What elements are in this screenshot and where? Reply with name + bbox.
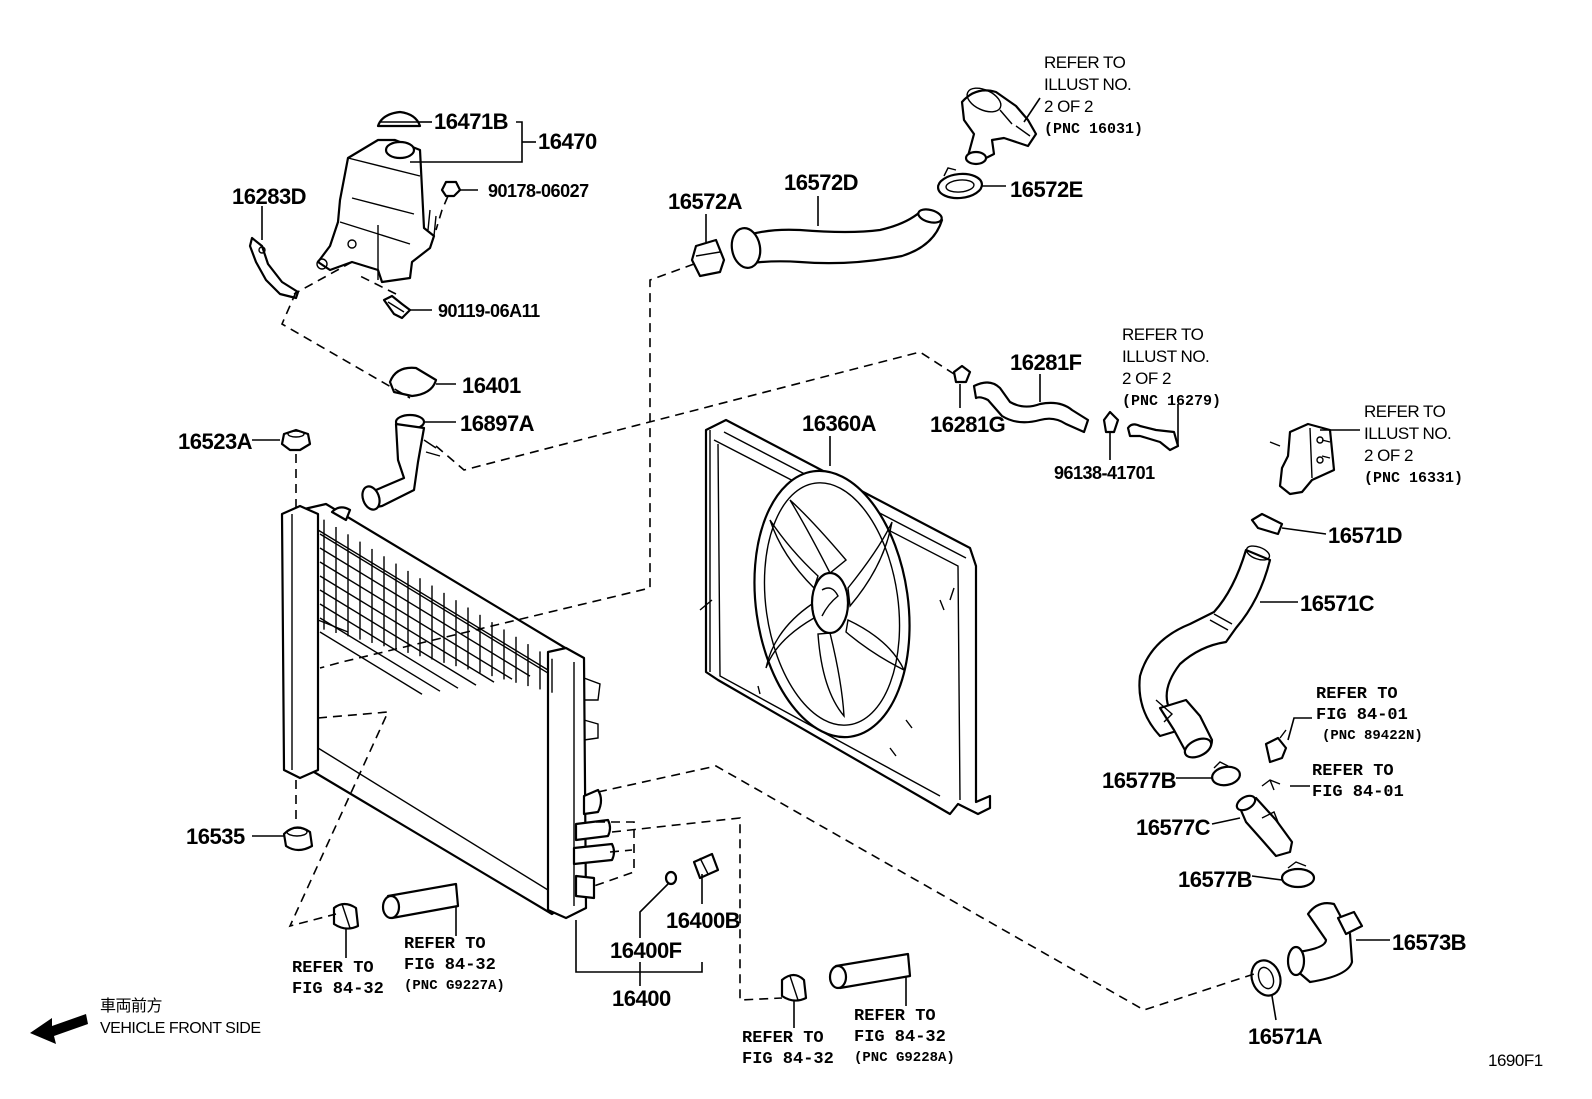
label-16571C: 16571C: [1300, 591, 1375, 616]
fin-line: [319, 575, 495, 683]
label-16572D: 16572D: [784, 170, 859, 195]
label-16577B-lower: 16577B: [1178, 867, 1253, 892]
radiator-cap-16401: [388, 366, 438, 398]
label-16400B: 16400B: [666, 908, 741, 933]
grommet-16523A: [280, 428, 312, 452]
clamp-16577B-upper: [1211, 761, 1241, 787]
hose-16572D: [730, 208, 944, 269]
clip-16281G: [952, 364, 972, 384]
sensor-89422N: [1264, 729, 1288, 764]
hose-G9228A: [828, 952, 912, 990]
fin-line: [319, 547, 531, 677]
label-16577C: 16577C: [1136, 815, 1211, 840]
label-16572A: 16572A: [668, 189, 743, 214]
bracket-16283D: [248, 236, 300, 300]
label-16400F: 16400F: [610, 938, 682, 963]
clamp-8432-right: [780, 973, 808, 1002]
pipe-16279: [1126, 423, 1180, 452]
o-ring-16400F: [664, 870, 678, 886]
label-16360A: 16360A: [802, 411, 877, 436]
label-16470: 16470: [538, 129, 597, 154]
fan-shroud-16360A: [699, 418, 992, 816]
hose-16281F: [972, 381, 1090, 434]
label-16401: 16401: [462, 373, 521, 398]
label-16571A: 16571A: [1248, 1024, 1323, 1049]
label-16571D: 16571D: [1328, 523, 1403, 548]
fin-line: [319, 617, 441, 692]
vehicle-front-label: 車両前方 VEHICLE FRONT SIDE: [100, 996, 261, 1040]
clip-8401: [1261, 779, 1281, 791]
vehicle-front-en: VEHICLE FRONT SIDE: [100, 1020, 261, 1037]
label-96138-41701: 96138-41701: [1054, 463, 1155, 483]
label-16283D: 16283D: [232, 184, 307, 209]
label-16573B: 16573B: [1392, 930, 1467, 955]
clamp-16571A: [1250, 959, 1282, 997]
clamp-16572E: [936, 167, 984, 200]
clamp-8432-left: [332, 902, 360, 930]
reserve-tank-16470: [316, 138, 437, 284]
fin-line: [319, 603, 459, 689]
clamp-16572A: [690, 238, 726, 278]
front-direction-arrow-icon: [30, 1014, 88, 1044]
fin-line: [319, 533, 549, 674]
clip-96138: [1102, 410, 1120, 434]
radiator-16400: [280, 502, 616, 920]
label-16471B: 16471B: [434, 109, 509, 134]
label-16400: 16400: [612, 986, 671, 1011]
filler-neck-16897A: [361, 413, 441, 511]
hose-G9227A: [381, 882, 460, 920]
diagram-code: 1690F1: [1488, 1051, 1543, 1070]
radiator-fins: [319, 519, 553, 695]
pipe-16577C: [1235, 794, 1294, 858]
cap-16471B: [376, 110, 422, 128]
fin-line: [319, 561, 513, 680]
label-90178-06027: 90178-06027: [488, 181, 589, 201]
water-outlet-16031: [960, 87, 1038, 166]
vehicle-front-jp: 車両前方: [100, 998, 163, 1015]
label-16535: 16535: [186, 824, 245, 849]
clamp-16571D: [1250, 512, 1284, 536]
label-90119-06A11: 90119-06A11: [438, 301, 540, 321]
clip-90178: [440, 180, 462, 198]
thermostat-16331: [1269, 422, 1336, 496]
label-16281G: 16281G: [930, 412, 1006, 437]
label-16577B-upper: 16577B: [1102, 768, 1177, 793]
hose-16573B: [1286, 902, 1364, 984]
leader-lines: [252, 97, 1390, 1028]
grommet-16535: [282, 826, 314, 852]
bolt-90119: [382, 294, 412, 320]
drain-cock-16400B: [692, 852, 720, 880]
clamp-16577B-lower: [1280, 861, 1316, 889]
label-16523A: 16523A: [178, 429, 253, 454]
label-16572E: 16572E: [1010, 177, 1083, 202]
dashed-connection-lines: [280, 195, 1255, 1011]
fin-line: [319, 589, 477, 686]
label-16897A: 16897A: [460, 411, 535, 436]
label-16281F: 16281F: [1010, 350, 1082, 375]
hose-16571C: [1138, 545, 1272, 759]
fin-line: [319, 631, 423, 695]
